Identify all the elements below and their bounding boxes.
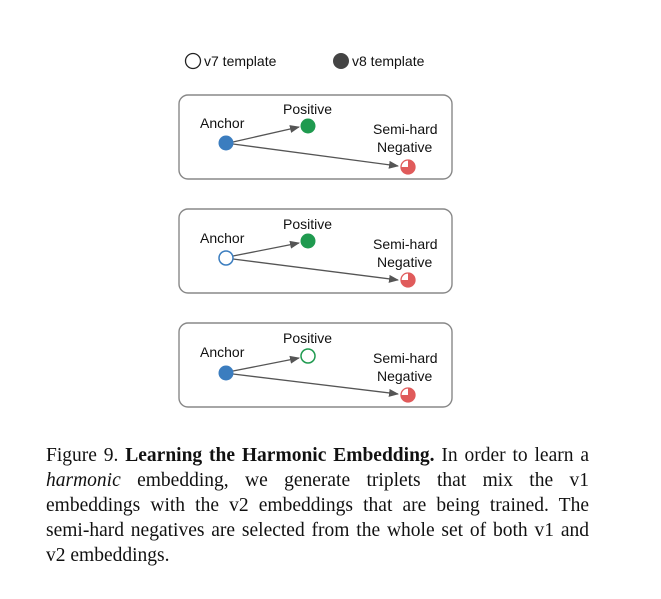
triplet-panel-3: Anchor Positive Semi-hard Negative [178,322,453,408]
v8-legend-label: v8 template [352,53,425,69]
negative-label-line1: Semi-hard [373,121,438,137]
negative-label-line1: Semi-hard [373,350,438,366]
v8-legend-icon [333,53,349,69]
v7-legend-label: v7 template [204,53,277,69]
panel-frame [178,208,453,294]
arrow-anchor-negative [232,143,399,169]
arrow-anchor-negative [232,373,399,397]
positive-node [300,233,316,249]
anchor-label: Anchor [200,115,245,131]
arrow-anchor-positive [232,125,300,143]
positive-node [300,348,316,364]
panel-frame [178,322,453,408]
anchor-node [218,135,234,151]
negative-node [400,272,416,288]
negative-label-line1: Semi-hard [373,236,438,252]
caption-text-2: embedding, we generate triplets that mix… [46,469,589,566]
harmonic-embedding-figure: v7 template v8 template Anchor Positive … [178,52,453,408]
caption-text-1: In order to learn a [434,444,589,466]
caption-title: Learning the Harmonic Embedding. [125,444,435,466]
negative-node [400,387,416,403]
v7-legend-icon [184,52,202,70]
negative-node [400,159,416,175]
positive-label: Positive [283,101,332,117]
panel-frame [178,94,453,180]
anchor-node [218,250,234,266]
triplet-panel-2: Anchor Positive Semi-hard Negative [178,208,453,294]
negative-label-line2: Negative [377,139,432,155]
anchor-label: Anchor [200,344,245,360]
legend: v7 template v8 template [184,52,425,70]
caption-italic: harmonic [46,469,121,491]
arrow-anchor-positive [232,240,300,257]
arrow-anchor-negative [232,258,399,283]
positive-label: Positive [283,216,332,232]
anchor-label: Anchor [200,230,245,246]
arrow-anchor-positive [232,355,300,372]
figure-caption: Figure 9. Learning the Harmonic Embeddin… [46,443,589,568]
anchor-node [218,365,234,381]
positive-node [300,118,316,134]
triplet-panel-1: Anchor Positive Semi-hard Negative [178,94,453,180]
negative-label-line2: Negative [377,254,432,270]
positive-label: Positive [283,330,332,346]
caption-prefix: Figure 9. [46,444,126,466]
negative-label-line2: Negative [377,368,432,384]
